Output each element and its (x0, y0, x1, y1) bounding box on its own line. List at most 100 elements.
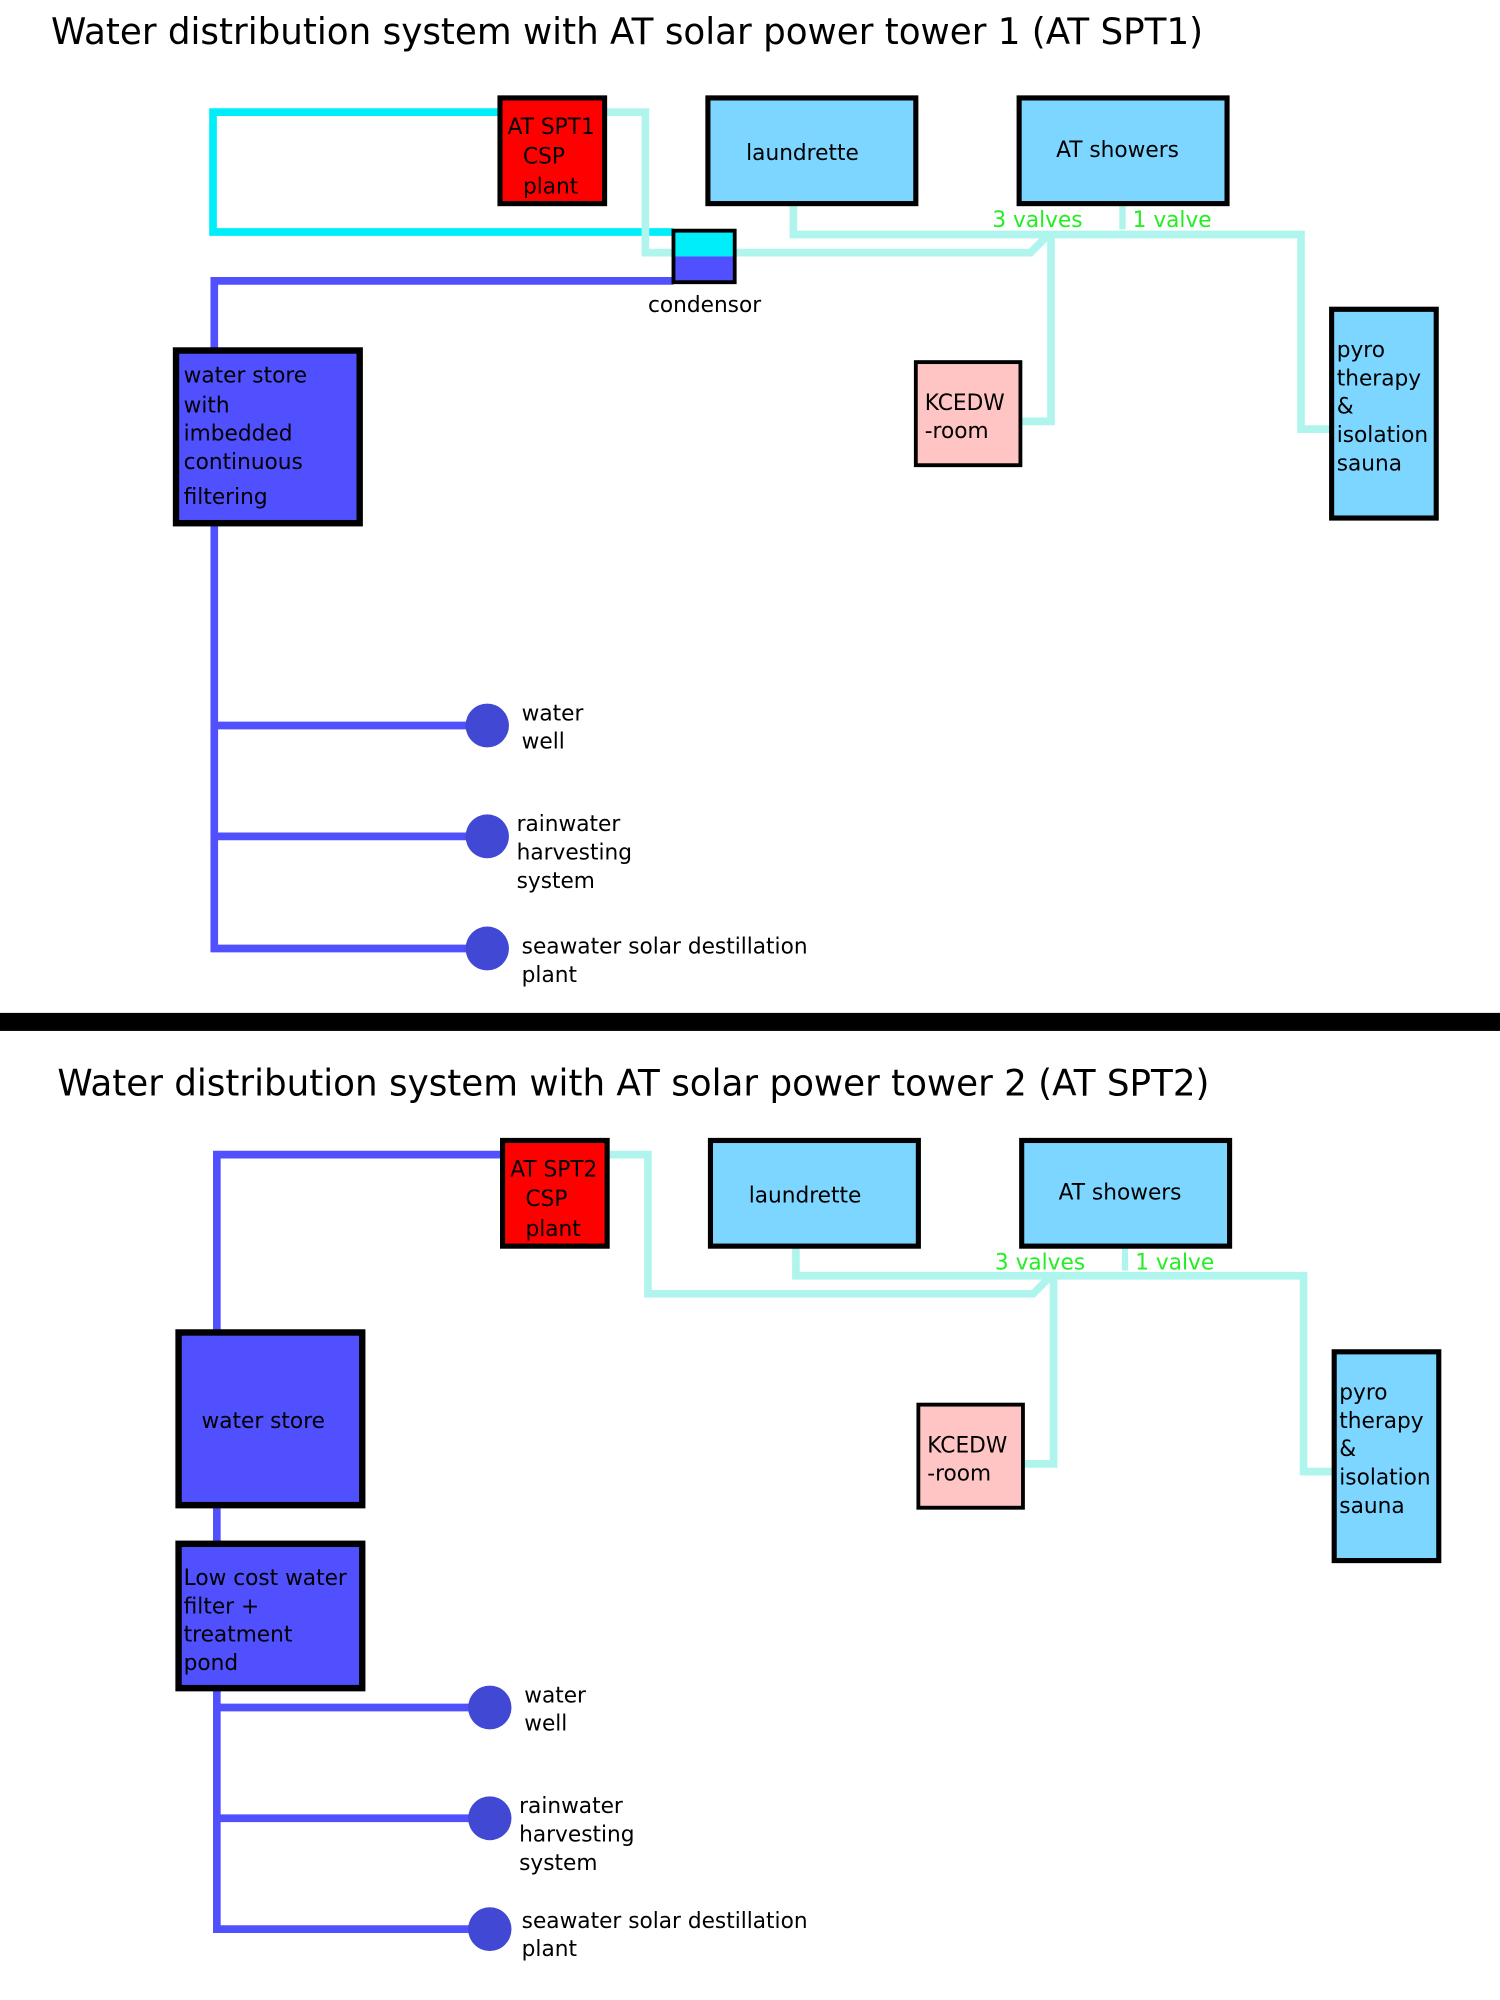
showers-box (1016, 95, 1230, 207)
condensor-cold (673, 256, 735, 283)
kcedw-pipe-2 (1022, 1275, 1058, 1468)
store-l4: continuous (184, 450, 303, 475)
valve-1-label: 1 valve (1133, 208, 1212, 233)
condensor-hot (673, 230, 735, 257)
cold-pipe (210, 277, 674, 953)
rain2-l2: harvesting (519, 1822, 634, 1847)
sea2-l2: plant (522, 1937, 578, 1962)
showers-label: AT showers (1056, 138, 1179, 163)
warm-main-pipe-2 (607, 1150, 1335, 1476)
sauna-l3: & (1337, 395, 1354, 420)
sauna-l1: pyro (1337, 338, 1385, 363)
csp-plant-2 (500, 1137, 610, 1249)
sauna-l5: sauna (1337, 451, 1402, 476)
rain-l1: rainwater (517, 812, 621, 837)
kcedw-box-2 (916, 1402, 1025, 1510)
diagram-2: Water distribution system with AT solar … (57, 1063, 1442, 1962)
svg-text:KCEDW-room: KCEDW -room (925, 391, 1005, 444)
kcedw2-l1: KCEDW (927, 1433, 1007, 1458)
csp-plant-1 (497, 95, 608, 207)
filter-l1: Low cost water (184, 1566, 347, 1591)
sauna-l4: isolation (1337, 423, 1428, 448)
seawater-icon-2 (468, 1907, 512, 1952)
well2-l2: well (524, 1712, 567, 1737)
valves-3-label: 3 valves (992, 208, 1082, 233)
rain2-l1: rainwater (519, 1794, 623, 1819)
condensor-label: condensor (648, 293, 761, 318)
well-l1: water (522, 701, 584, 726)
rain-l2: harvesting (517, 840, 632, 865)
svg-text:KCEDW-room: KCEDW -room (927, 1433, 1007, 1486)
divider (0, 1012, 1500, 1031)
laundrette-pipe-2 (792, 1246, 1052, 1280)
sauna2-l4: isolation (1339, 1465, 1430, 1490)
sea2-l1: seawater solar destillation (522, 1909, 808, 1934)
kcedw-pipe (1020, 234, 1055, 426)
sea-l1: seawater solar destillation (522, 935, 808, 960)
showers-label-2: AT showers (1059, 1181, 1182, 1206)
store-l3: imbedded (184, 422, 293, 447)
diagram-1: Water distribution system with AT solar … (51, 12, 1439, 988)
rainwater-icon (465, 814, 509, 859)
kcedw2-l2: -room (927, 1462, 991, 1487)
water-store-box-2 (175, 1329, 366, 1509)
sauna2-l5: sauna (1339, 1494, 1404, 1519)
csp2-l1: AT SPT2 (510, 1157, 597, 1182)
sauna2-l2: therapy (1339, 1409, 1423, 1434)
condensor-box (671, 228, 737, 285)
well-l2: well (522, 730, 565, 755)
sea-l2: plant (522, 963, 578, 988)
laundrette-label: laundrette (746, 141, 859, 166)
store-label-2: water store (202, 1409, 325, 1434)
warm-main-pipe (734, 230, 1332, 433)
csp-label-3: plant (523, 174, 579, 199)
water-store-box (172, 347, 363, 527)
rain2-l3: system (519, 1851, 597, 1876)
sauna-box (1329, 306, 1439, 521)
laundrette-box-2 (707, 1137, 921, 1249)
laundrette-box (705, 95, 919, 207)
valves-3-label-2: 3 valves (995, 1250, 1085, 1275)
laundrette-pipe (789, 203, 1049, 239)
store-l1: water store (184, 364, 307, 389)
rainwater-icon-2 (468, 1796, 512, 1841)
store-l2: with (184, 393, 230, 418)
filter-l4: pond (184, 1651, 239, 1676)
water-well-icon (465, 703, 509, 748)
csp2-l3: plant (526, 1217, 582, 1242)
csp2-l2: CSP (526, 1187, 568, 1212)
diagram-2-title: Water distribution system with AT solar … (57, 1063, 1209, 1104)
laundrette-label-2: laundrette (749, 1183, 862, 1208)
sauna-box-2 (1331, 1349, 1442, 1564)
store-l5: filtering (184, 485, 268, 510)
valve-1-label-2: 1 valve (1135, 1250, 1214, 1275)
showers-box-2 (1019, 1137, 1233, 1249)
kcedw-l1: KCEDW (925, 391, 1005, 416)
csp-label-1: AT SPT1 (508, 115, 595, 140)
filter-l2: filter + (184, 1594, 259, 1619)
diagram-1-title: Water distribution system with AT solar … (51, 12, 1203, 53)
sauna2-l1: pyro (1339, 1380, 1387, 1405)
sauna2-l3: & (1339, 1437, 1356, 1462)
well2-l1: water (524, 1683, 586, 1708)
kcedw-l2: -room (925, 419, 989, 444)
warm-pipe-csp (604, 108, 674, 257)
sauna-l2: therapy (1337, 366, 1421, 391)
filter-l3: treatment (184, 1623, 293, 1648)
water-well-icon-2 (468, 1685, 512, 1730)
rain-l3: system (517, 869, 595, 894)
filter-box (175, 1540, 366, 1692)
hot-loop-pipe (209, 108, 674, 236)
